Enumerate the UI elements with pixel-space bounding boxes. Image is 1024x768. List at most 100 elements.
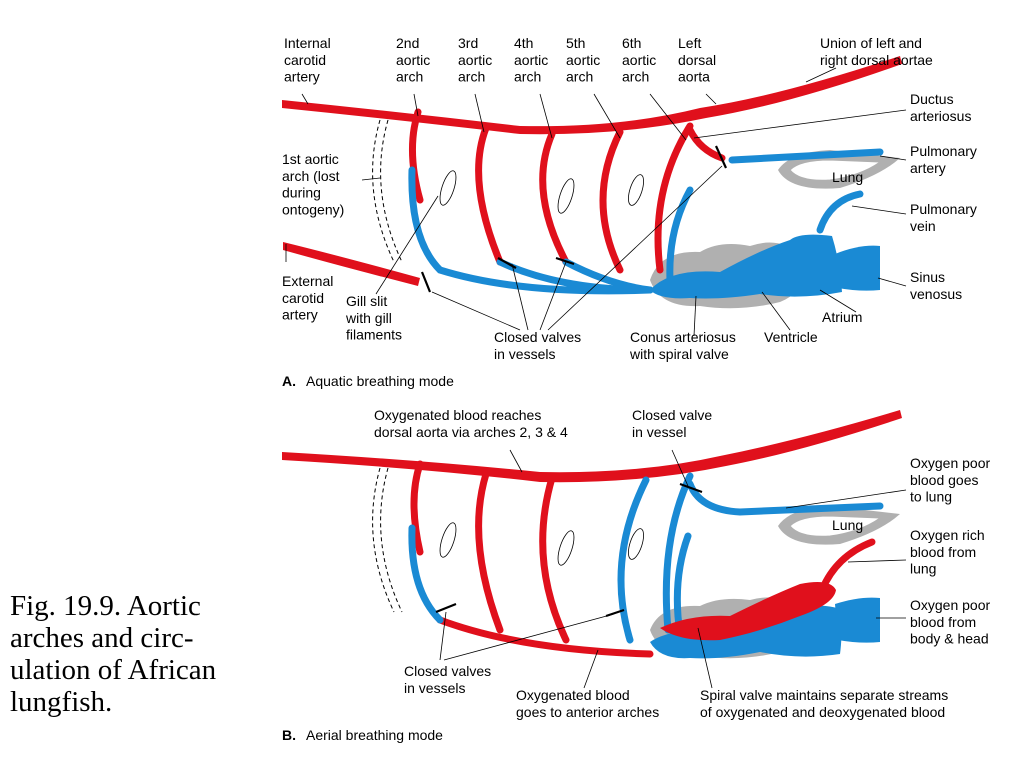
label-line: carotid: [284, 52, 326, 68]
leader-oxy-reaches: [509, 449, 523, 473]
leader-gill-slit: [375, 195, 439, 295]
label-line: aortic: [458, 52, 492, 68]
label-line: Left: [678, 35, 701, 51]
label-line: Oxygen poor: [910, 597, 990, 613]
panel-a-prefix: A.: [282, 373, 296, 389]
arch6-a: [654, 122, 694, 274]
label-line: body & head: [910, 631, 989, 647]
arch2-b: [410, 460, 424, 556]
label-line: to lung: [910, 489, 952, 505]
label-line: during: [282, 185, 321, 201]
label-line: Sinus: [910, 269, 945, 285]
leader-valves-2: [539, 261, 567, 331]
label-line: Oxygenated blood reaches: [374, 407, 541, 423]
sinus-a: [835, 245, 880, 291]
afferent-6-a: [666, 186, 694, 284]
label-line: carotid: [282, 290, 324, 306]
lung-a-inner: [789, 159, 882, 181]
valve-a4: [555, 256, 575, 266]
arch6-b: [662, 472, 694, 634]
arch2-a: [409, 108, 424, 204]
label-line: right dorsal aortae: [820, 52, 933, 68]
label-line: Oxygen poor: [910, 455, 990, 471]
panel-b-title: Aerial breathing mode: [306, 727, 443, 743]
label-line: artery: [282, 307, 318, 323]
label-line: Conus arteriosus: [630, 329, 736, 345]
label-line: vein: [910, 218, 936, 234]
arch4-a: [539, 130, 570, 266]
label-line: 2nd: [396, 35, 419, 51]
ductus-a: [686, 126, 726, 162]
label-line: Closed valve: [632, 407, 712, 423]
leader-oxy-rich: [847, 559, 907, 563]
label-line: Pulmonary: [910, 201, 977, 217]
pulmonary-vein-b: [818, 538, 876, 594]
caption-line: arches and circ-: [10, 622, 194, 654]
label-line: arch: [514, 69, 541, 85]
afferent-4-a: [562, 258, 654, 294]
label-line: goes to anterior arches: [516, 704, 659, 720]
leader-valves-3: [547, 165, 723, 331]
label-line: Pulmonary: [910, 143, 977, 159]
label-line: arch (lost: [282, 168, 340, 184]
label-line: venosus: [910, 286, 962, 302]
leader-closed-valves-b1: [439, 611, 447, 661]
gill-slit-1-a: [439, 170, 457, 206]
dorsal-aorta-a: [282, 56, 902, 135]
leader-pulmonary-vein: [851, 205, 907, 215]
leader-closed-valve: [671, 449, 689, 487]
gill-slit-3-a: [628, 174, 644, 206]
caption-line: lungfish.: [10, 686, 113, 718]
dorsal-aorta-b: [282, 410, 902, 483]
label-line: in vessels: [404, 680, 465, 696]
gill-slit-2-a: [557, 178, 575, 214]
label-line: aortic: [566, 52, 600, 68]
leader-pulmonary-artery: [879, 155, 907, 161]
leader-valves-4: [431, 291, 521, 331]
label-line: aortic: [396, 52, 430, 68]
caption-line: ulation of African: [10, 654, 217, 686]
afferent-2-b: [408, 524, 444, 624]
label-ventricle: Ventricle: [764, 329, 818, 345]
label-line: Gill slit: [346, 293, 387, 309]
leader-closed-valves-b2: [443, 613, 615, 661]
external-carotid-a: [283, 242, 420, 286]
label-line: aortic: [514, 52, 548, 68]
label-line: in vessel: [632, 424, 686, 440]
label-line: arch: [622, 69, 649, 85]
leader-valves-1: [511, 263, 529, 331]
arch3-b: [475, 470, 504, 634]
leader-atrium: [819, 289, 857, 313]
leader-ductus: [693, 109, 907, 139]
leader-union: [805, 67, 837, 83]
valve-a3: [497, 257, 517, 269]
leader-spiral: [697, 627, 713, 689]
first-aortic-arch-dashed-b: [372, 467, 403, 613]
label-line: 6th: [622, 35, 641, 51]
label-line: 3rd: [458, 35, 478, 51]
panel-a-title: Aquatic breathing mode: [306, 373, 454, 389]
label-line: blood from: [910, 614, 976, 630]
leader-oxy-anterior: [583, 649, 599, 689]
valve-a1: [714, 145, 728, 169]
label-line: blood from: [910, 544, 976, 560]
label-line: with spiral valve: [629, 346, 729, 362]
label-line: Oxygenated blood: [516, 687, 630, 703]
label-line: 1st aortic: [282, 151, 339, 167]
figure-caption: Fig. 19.9. Aortic arches and circ- ulati…: [10, 590, 260, 718]
label-line: dorsal: [678, 52, 716, 68]
